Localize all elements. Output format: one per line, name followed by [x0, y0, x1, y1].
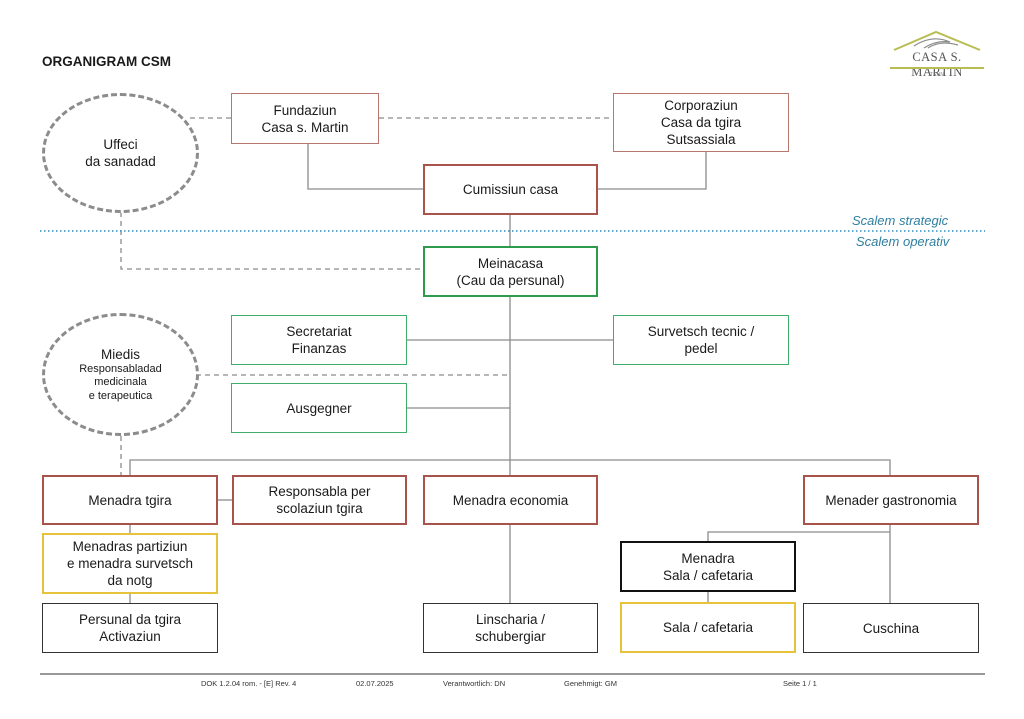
cuschina-label: Cuschina: [862, 620, 920, 636]
responsabla-box: Responsabla per scolaziun tgira: [232, 475, 407, 525]
menadra-tgira-box: Menadra tgira: [42, 475, 218, 525]
menadras-partiziun-line-3: da notg: [107, 573, 153, 588]
footer-doc: DOK 1.2.04 rom. - [E] Rev. 4: [201, 679, 297, 688]
sala-box: Sala / cafetaria: [620, 602, 796, 653]
secretariat-box: Secretariat Finanzas: [231, 315, 407, 365]
survetsch-line-1: Survetsch tecnic /: [647, 324, 755, 339]
miedis-line-3: e terapeutica: [88, 389, 153, 402]
cumissiun-box: Cumissiun casa: [423, 164, 598, 215]
menadra-economia-label: Menadra economia: [452, 492, 569, 508]
persunal-line-2: Activaziun: [99, 629, 161, 644]
linscharia-line-1: Linscharia /: [475, 612, 546, 627]
secretariat-line-2: Finanzas: [291, 341, 347, 356]
menadra-tgira-label: Menadra tgira: [88, 492, 172, 508]
ausgegner-label: Ausgegner: [286, 400, 352, 416]
survetsch-box: Survetsch tecnic / pedel: [613, 315, 789, 365]
menadras-partiziun-line-1: Menadras partiziun: [72, 539, 188, 554]
menadras-partiziun-box: Menadras partiziun e menadra survetsch d…: [42, 533, 218, 594]
responsabla-line-1: Responsabla per: [268, 484, 371, 499]
sala-label: Sala / cafetaria: [662, 620, 754, 635]
footer-page: Seite 1 / 1: [783, 679, 817, 688]
fundaziun-box: Fundaziun Casa s. Martin: [231, 93, 379, 144]
linscharia-box: Linscharia / schubergiar: [423, 603, 598, 653]
survetsch-line-2: pedel: [684, 341, 718, 356]
persunal-line-1: Persunal da tgira: [78, 612, 182, 627]
corporaziun-line-3: Sutsassiala: [666, 132, 736, 147]
menadra-sala-line-1: Menadra: [681, 550, 735, 566]
footer-date: 02.07.2025: [356, 679, 394, 688]
meinacasa-box: Meinacasa (Cau da persunal): [423, 246, 598, 297]
fundaziun-line-2: Casa s. Martin: [261, 119, 349, 135]
corporaziun-line-2: Casa da tgira: [660, 115, 742, 130]
roof-logo-icon: [893, 30, 981, 51]
footer-responsible: Verantwortlich: DN: [443, 679, 506, 688]
fundaziun-line-1: Fundaziun: [273, 102, 337, 118]
persunal-box: Persunal da tgira Activaziun: [42, 603, 218, 653]
level-strategic-label: Scalem strategic: [852, 213, 949, 228]
menadra-sala-box: Menadra Sala / cafetaria: [620, 541, 796, 592]
corporaziun-line-1: Corporaziun: [664, 98, 738, 113]
cumissiun-label: Cumissiun casa: [462, 182, 559, 197]
responsabla-line-2: scolaziun tgira: [276, 501, 363, 516]
casa-logo: CASA S. MARTIN TRUN: [888, 28, 986, 79]
cuschina-box: Cuschina: [803, 603, 979, 653]
menadra-sala-line-2: Sala / cafetaria: [662, 567, 754, 583]
menadra-economia-box: Menadra economia: [423, 475, 598, 525]
uffeci-line-2: da sanadad: [85, 154, 156, 169]
footer-approved: Genehmigt: GM: [564, 679, 617, 688]
miedis-line-2: medicinala: [94, 376, 147, 389]
uffeci-line-1: Uffeci: [103, 137, 138, 152]
level-operative-label: Scalem operativ: [856, 234, 950, 249]
meinacasa-line-1: Meinacasa: [477, 255, 544, 271]
miedis-title: Miedis: [100, 346, 140, 362]
meinacasa-line-2: (Cau da persunal): [456, 272, 565, 288]
miedis-line-1: Responsabladad: [79, 362, 162, 375]
miedis-node: Miedis Responsabladad medicinala e terap…: [42, 313, 199, 436]
secretariat-line-1: Secretariat: [286, 324, 352, 339]
corporaziun-box: Corporaziun Casa da tgira Sutsassiala: [613, 93, 789, 152]
menader-gastronomia-box: Menader gastronomia: [803, 475, 979, 525]
ausgegner-box: Ausgegner: [231, 383, 407, 433]
linscharia-line-2: schubergiar: [475, 629, 546, 644]
logo-sub: TRUN: [930, 72, 944, 78]
menadras-partiziun-line-2: e menadra survetsch: [66, 556, 194, 571]
menader-gastronomia-label: Menader gastronomia: [825, 492, 957, 508]
page-title: ORGANIGRAM CSM: [42, 54, 171, 69]
uffeci-node: Uffeci da sanadad: [42, 93, 199, 213]
